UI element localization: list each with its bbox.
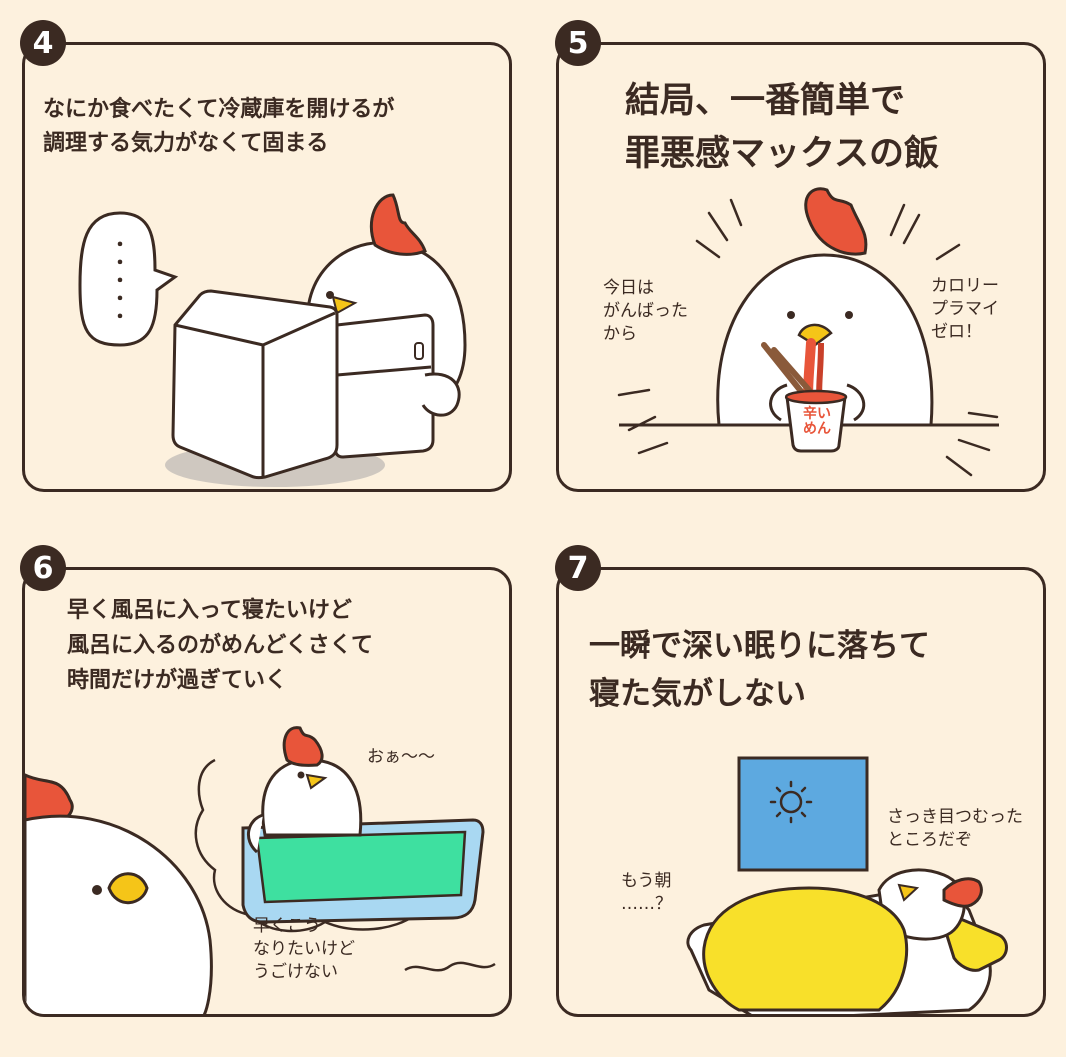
comic-panel-7: 一瞬で深い眠りに落ちて 寝た気がしない もう朝 ……？ さっき目つむった ところ… (556, 567, 1046, 1017)
panel-caption: 早く風呂に入って寝たいけど 風呂に入るのがめんどくさくて 時間だけが過ぎていく (67, 598, 374, 693)
wish-text: 早くこう なりたいけど うごけない (253, 916, 355, 982)
comic-panel-6: 早く風呂に入って寝たいけど 風呂に入るのがめんどくさくて 時間だけが過ぎていく … (22, 567, 512, 1017)
bed-scene-illustration (686, 756, 1008, 1014)
panel-caption: なにか食べたくて冷蔵庫を開けるが 調理する気力がなくて固まる (43, 97, 395, 157)
comic-panel-5: 結局、一番簡単で 罪悪感マックスの飯 今日は がんばった から カロリー プラマ… (556, 42, 1046, 492)
noodle-scene-illustration (617, 187, 999, 477)
panel-caption: 一瞬で深い眠りに落ちて 寝た気がしない (589, 628, 930, 713)
comic-panel-4: なにか食べたくて冷蔵庫を開けるが 調理する気力がなくて固まる ・・・・・ (22, 42, 512, 492)
panel-caption: 結局、一番簡単で 罪悪感マックスの飯 (625, 81, 939, 174)
bath-scene-illustration (25, 726, 496, 1014)
handwritten-text-calorie: カロリー プラマイ ゼロ！ (931, 276, 999, 342)
panel-number-badge: 7 (555, 545, 601, 591)
panel-number-badge: 6 (20, 545, 66, 591)
handwritten-text-today: 今日は がんばった から (603, 278, 688, 344)
handwritten-text-just-closed: さっき目つむった ところだぞ (887, 807, 1023, 850)
sigh-text: おぁ〜〜 (367, 747, 435, 767)
panel-number-badge: 4 (20, 20, 66, 66)
cup-label: 辛い めん (803, 406, 831, 438)
panel-number-badge: 5 (555, 20, 601, 66)
speech-bubble-dots: ・・・・・ (108, 235, 129, 325)
fridge-scene-illustration (78, 193, 467, 487)
handwritten-text-morning: もう朝 ……？ (621, 871, 672, 914)
